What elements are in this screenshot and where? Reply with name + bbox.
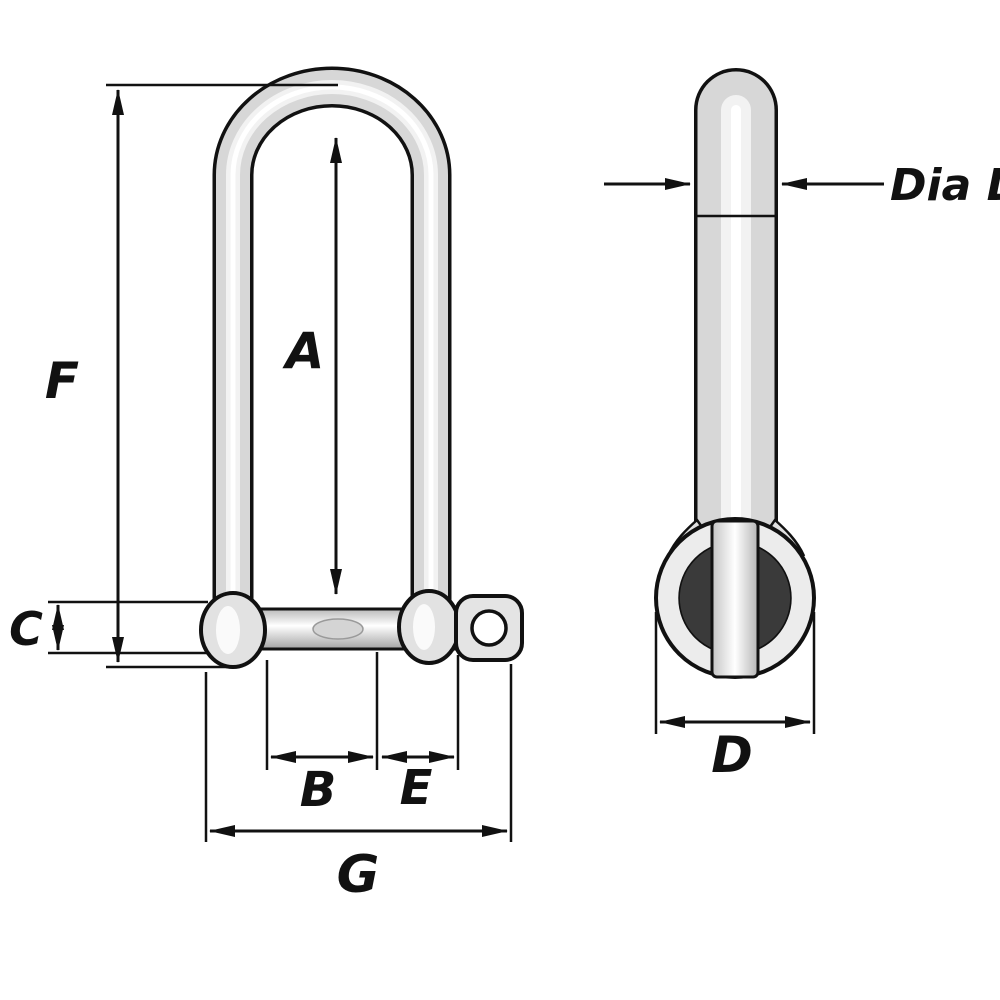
front-view: F A C B E G	[9, 66, 524, 905]
side-eye-shadow-right	[758, 548, 791, 648]
right-eye-highlight	[413, 604, 435, 650]
pin-head	[454, 594, 524, 662]
dimension-C	[48, 600, 208, 655]
left-eye-highlight	[216, 606, 240, 654]
side-view: Dia D D	[604, 68, 1000, 784]
side-bar	[694, 68, 778, 582]
label-A: A	[282, 322, 325, 380]
dimension-G	[204, 664, 513, 842]
label-C: C	[9, 602, 43, 656]
shackle-bow	[212, 66, 452, 614]
dimension-B	[265, 652, 379, 770]
dimension-D	[654, 612, 816, 734]
label-D: D	[711, 726, 753, 784]
label-F: F	[45, 352, 79, 410]
side-eye	[654, 517, 816, 679]
side-pin-band	[710, 519, 760, 679]
side-eye-shadow-left	[679, 548, 712, 648]
left-eye	[199, 591, 267, 669]
bow-outline	[212, 66, 452, 614]
bow-highlight	[226, 80, 438, 614]
label-E: E	[400, 760, 433, 816]
pin-stamp	[312, 618, 364, 640]
pin-head-hole	[470, 609, 508, 647]
dimension-E	[381, 655, 460, 770]
dimension-F	[106, 83, 338, 669]
bow-metal	[216, 70, 448, 614]
label-G: G	[337, 845, 380, 905]
right-eye	[397, 589, 461, 665]
label-B: B	[300, 762, 337, 818]
label-diaD: Dia D	[890, 160, 1000, 211]
bow-specular	[230, 84, 434, 614]
